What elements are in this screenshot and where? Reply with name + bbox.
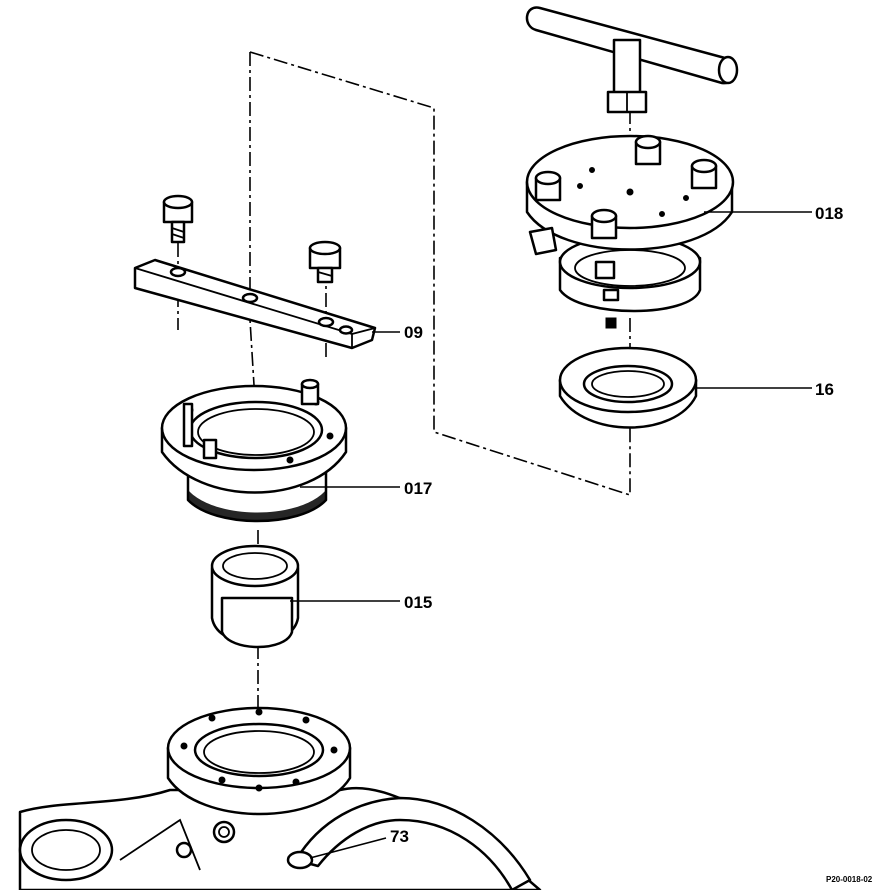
label-017: 017 <box>404 479 432 498</box>
reference-code: P20-0018-02 <box>826 875 873 884</box>
flange-housing-017 <box>160 378 348 523</box>
label-018: 018 <box>815 204 843 223</box>
part-labels: 018 09 16 017 015 73 P20-0018-02 <box>390 204 873 884</box>
retaining-bar-09 <box>133 194 377 350</box>
gearbox-housing <box>18 706 542 892</box>
sleeve-015 <box>210 544 300 649</box>
puller-plate-018 <box>525 134 735 329</box>
label-73: 73 <box>390 827 409 846</box>
t-handle-wrench <box>525 6 739 114</box>
label-015: 015 <box>404 593 432 612</box>
leader-lines <box>290 211 812 859</box>
label-16: 16 <box>815 380 834 399</box>
seal-ring-16 <box>558 346 698 429</box>
label-09: 09 <box>404 323 423 342</box>
